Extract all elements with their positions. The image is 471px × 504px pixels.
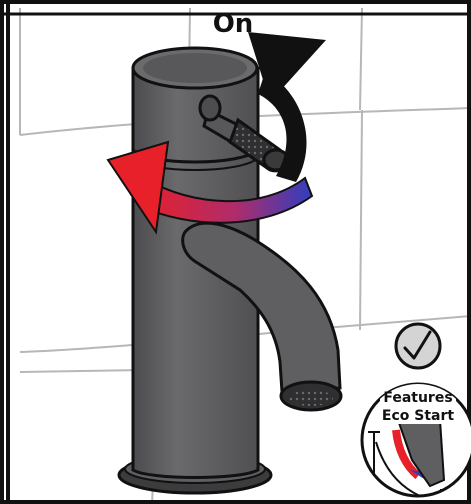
checkmark-circle-icon	[396, 324, 440, 368]
on-label: On	[213, 9, 254, 39]
eco-start-inset: Features Eco Start	[362, 384, 471, 496]
features-label: Features	[383, 390, 452, 406]
eco-start-label: Eco Start	[382, 408, 454, 424]
